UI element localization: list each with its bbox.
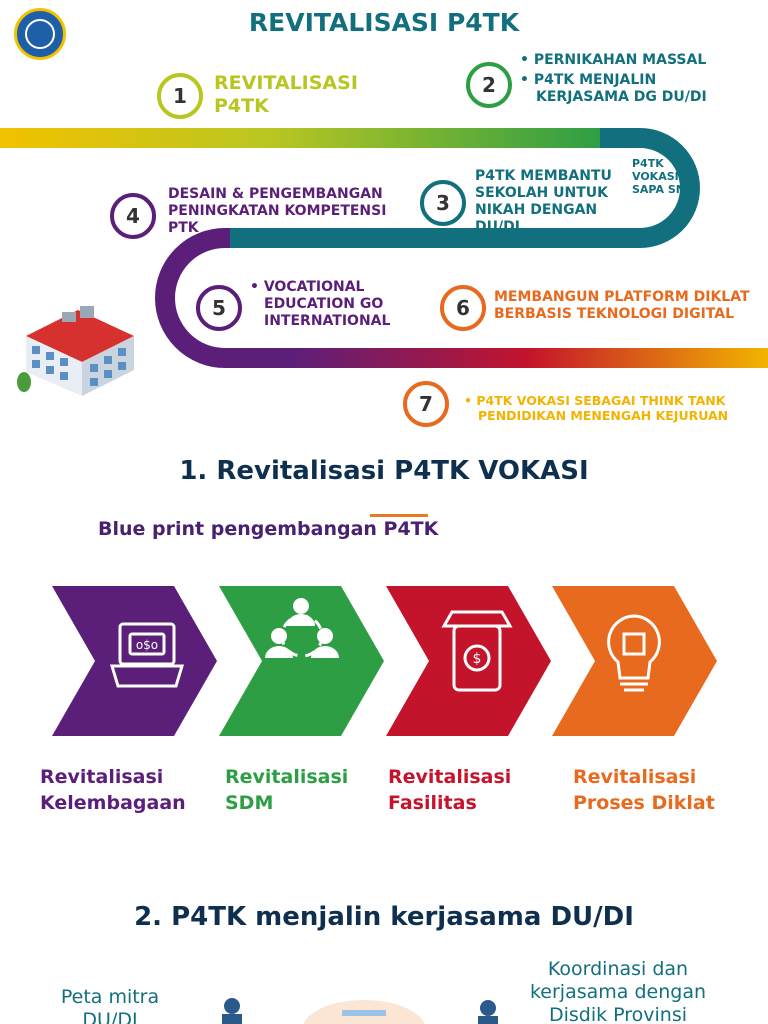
peta-mitra-l1: Peta mitra — [60, 986, 160, 1008]
label-sdm: Revitalisasi SDM — [225, 764, 348, 816]
milestone-1-circle: 1 — [157, 73, 203, 119]
milestone-3-l3: NIKAH DENGAN — [475, 202, 598, 218]
section1-subtitle: Blue print pengembangan P4TK — [98, 518, 439, 540]
label-proses-diklat-l1: Revitalisasi — [573, 766, 697, 788]
label-fasilitas-l1: Revitalisasi — [388, 766, 512, 788]
milestone-4-l2: PENINGKATAN KOMPETENSI — [168, 203, 387, 219]
label-kelembagaan-l2: Kelembagaan — [40, 792, 186, 814]
section1-title: 1. Revitalisasi P4TK VOKASI — [179, 456, 589, 486]
road-note-l2: VOKASI — [632, 170, 679, 183]
milestone-5-circle: 5 — [196, 285, 242, 331]
section2-title: 2. P4TK menjalin kerjasama DU/DI — [134, 902, 634, 932]
milestone-4-label: DESAIN & PENGEMBANGAN PENINGKATAN KOMPET… — [168, 186, 386, 237]
laptop-money-icon: o$o — [109, 622, 185, 688]
arrow-kelembagaan: o$o — [52, 586, 217, 736]
milestone-6-label: MEMBANGUN PLATFORM DIKLAT BERBASIS TEKNO… — [494, 289, 750, 323]
subtitle-accent — [370, 514, 428, 517]
milestone-7-circle: 7 — [403, 381, 449, 427]
peta-mitra-text: Peta mitra DU/DI — [40, 986, 180, 1024]
milestone-5-l3: INTERNATIONAL — [264, 313, 391, 329]
label-fasilitas: Revitalisasi Fasilitas — [388, 764, 511, 816]
milestone-4-l1: DESAIN & PENGEMBANGAN — [168, 186, 383, 202]
milestone-2-circle: 2 — [466, 62, 512, 108]
milestone-7-label: • P4TK VOKASI SEBAGAI THINK TANK PENDIDI… — [464, 393, 729, 423]
milestone-3-label: P4TK MEMBANTU SEKOLAH UNTUK NIKAH DENGAN… — [475, 168, 612, 236]
milestone-5-label: • VOCATIONAL EDUCATION GO INTERNATIONAL — [250, 279, 391, 329]
label-sdm-l2: SDM — [225, 792, 274, 814]
milestone-1-label: REVITALISASI P4TK — [214, 72, 358, 118]
road-note: P4TK VOKASI SAPA SMK — [632, 157, 695, 196]
koordinasi-l2: kerjasama dengan — [529, 981, 707, 1003]
milestone-2-bullet2a: P4TK MENJALIN — [533, 72, 657, 88]
page-title: REVITALISASI P4TK — [248, 8, 520, 37]
people-network-icon — [265, 598, 339, 658]
kemendikbud-logo — [14, 8, 66, 60]
milestone-2-label: • PERNIKAHAN MASSAL • P4TK MENJALIN KERJ… — [520, 52, 707, 105]
milestone-1-line1: REVITALISASI — [214, 72, 358, 94]
milestone-3-l1: P4TK MEMBANTU — [475, 168, 612, 184]
roadmap-road — [0, 128, 768, 368]
label-sdm-l1: Revitalisasi — [225, 766, 349, 788]
road-note-l3: SAPA SMK — [632, 183, 696, 196]
milestone-4-circle: 4 — [110, 193, 156, 239]
milestone-1-line2: P4TK — [214, 95, 269, 117]
milestone-5-l2: EDUCATION GO — [264, 296, 384, 312]
koordinasi-l3: Disdik Provinsi — [548, 1004, 688, 1024]
koordinasi-l1: Koordinasi dan — [547, 958, 689, 980]
milestone-7-l1: P4TK VOKASI SEBAGAI THINK TANK — [476, 393, 726, 408]
cooperation-illustration — [222, 998, 498, 1024]
building-icon — [17, 306, 134, 396]
arrow-fasilitas: $ — [386, 586, 551, 736]
milestone-5-l1: VOCATIONAL — [263, 279, 365, 295]
peta-mitra-l2: DU/DI — [82, 1009, 138, 1024]
arrow-sdm — [219, 586, 384, 736]
mobile-shop-icon: $ — [441, 610, 513, 692]
milestone-6-l1: MEMBANGUN PLATFORM DIKLAT — [494, 289, 750, 305]
milestone-6-l2: BERBASIS TEKNOLOGI DIGITAL — [494, 306, 734, 322]
label-fasilitas-l2: Fasilitas — [388, 792, 477, 814]
milestone-3-circle: 3 — [420, 180, 466, 226]
road-note-l1: P4TK — [632, 157, 664, 170]
label-kelembagaan: Revitalisasi Kelembagaan — [40, 764, 186, 816]
milestone-6-circle: 6 — [440, 285, 486, 331]
label-kelembagaan-l1: Revitalisasi — [40, 766, 164, 788]
label-proses-diklat: Revitalisasi Proses Diklat — [573, 764, 715, 816]
arrow-proses-diklat — [552, 586, 717, 736]
milestone-7-l2: PENDIDIKAN MENENGAH KEJURUAN — [478, 408, 729, 423]
label-proses-diklat-l2: Proses Diklat — [573, 792, 715, 814]
milestone-3-l2: SEKOLAH UNTUK — [475, 185, 608, 201]
svg-text:$: $ — [473, 651, 482, 667]
svg-text:o$o: o$o — [136, 638, 158, 652]
lightbulb-chip-icon — [607, 614, 661, 692]
milestone-4-l3: PTK — [168, 220, 199, 236]
koordinasi-text: Koordinasi dan kerjasama dengan Disdik P… — [512, 958, 724, 1024]
milestone-2-bullet1: PERNIKAHAN MASSAL — [533, 52, 707, 68]
milestone-3-l4: DU/DI — [475, 219, 520, 235]
milestone-2-bullet2b: KERJASAMA DG DU/DI — [536, 89, 707, 105]
